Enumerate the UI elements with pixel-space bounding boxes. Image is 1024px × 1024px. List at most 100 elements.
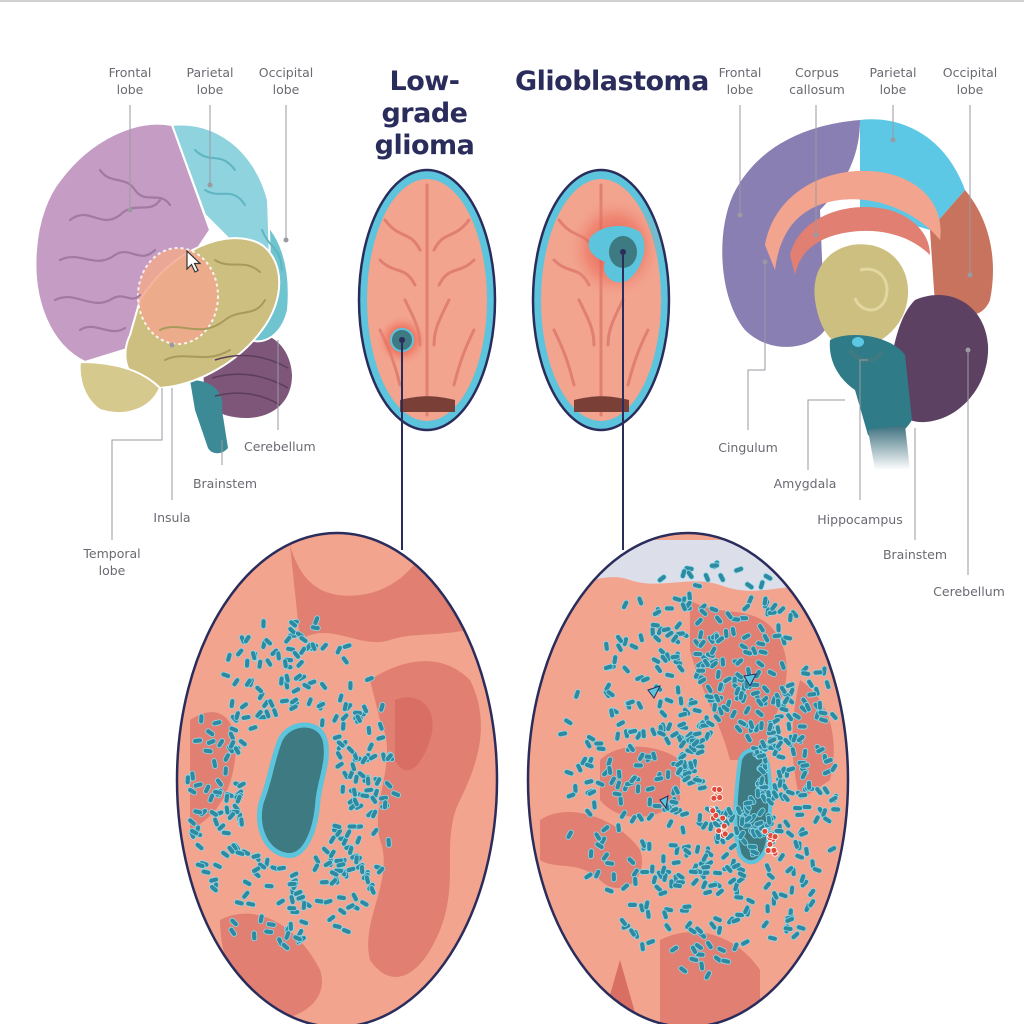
tumor-cell xyxy=(757,648,769,656)
tumor-cell xyxy=(631,867,640,878)
tumor-cell xyxy=(744,581,755,591)
tumor-cell xyxy=(775,697,782,709)
tumor-cell xyxy=(807,898,817,909)
tumor-cell xyxy=(755,697,765,708)
tumor-cell xyxy=(777,852,786,863)
tumor-cell xyxy=(709,645,718,656)
tumor-cell xyxy=(593,831,603,842)
tumor-cell xyxy=(782,925,794,932)
tumor-cell xyxy=(337,692,345,704)
tumor-cell xyxy=(716,945,727,954)
tumor-cell xyxy=(359,864,366,875)
tumor-cell xyxy=(694,617,704,627)
tumor-cell xyxy=(621,599,630,611)
tumor-cell xyxy=(301,682,312,691)
tumor-cell xyxy=(322,859,333,868)
tumor-cell xyxy=(823,757,834,765)
tumor-cell xyxy=(604,860,616,867)
frontal-region xyxy=(34,122,212,364)
tumor-cell xyxy=(814,786,824,796)
sag-brainstem xyxy=(829,335,912,440)
tumor-cell xyxy=(639,838,647,849)
tumor-cell xyxy=(209,884,219,894)
tumor-cell xyxy=(329,869,340,878)
tumor-cell xyxy=(645,908,652,920)
tumor-cell xyxy=(681,774,692,784)
tumor-cell xyxy=(719,656,726,668)
tumor-cell xyxy=(365,775,372,787)
tumor-cell xyxy=(758,720,765,731)
tumor-cell xyxy=(614,779,622,791)
tumor-cell xyxy=(646,796,653,808)
tumor-cell xyxy=(235,647,245,658)
tumor-cell xyxy=(732,825,741,836)
tumor-cell xyxy=(698,607,709,617)
tumor-cell xyxy=(283,634,293,645)
tumor-cell xyxy=(712,915,723,924)
tumor-cell xyxy=(288,894,296,905)
tumor-cell xyxy=(208,876,220,884)
tumor-cell xyxy=(689,944,699,955)
tumor-cell xyxy=(692,651,704,657)
glioblastoma-cells xyxy=(557,559,842,981)
tumor-cell xyxy=(685,569,695,580)
red-blood-cell xyxy=(719,814,727,822)
tumor-cell xyxy=(762,880,772,891)
tumor-cell xyxy=(361,703,370,715)
tumor-cell xyxy=(716,924,723,936)
tumor-cell xyxy=(633,762,644,769)
tumor-cell xyxy=(335,739,346,749)
red-blood-cell xyxy=(771,833,779,840)
tumor-cell xyxy=(755,659,766,669)
label-hippocampus: Hippocampus xyxy=(817,512,903,527)
tumor-cell xyxy=(298,645,307,656)
label-parietal-lobe-right: Parietal lobe xyxy=(869,65,917,97)
label-frontal-lobe-left: Frontal lobe xyxy=(108,65,152,97)
right-leader-lines xyxy=(739,105,971,575)
tumor-cell xyxy=(620,882,630,892)
parietal-region xyxy=(170,123,272,262)
tumor-cell xyxy=(741,632,752,641)
tumor-cell xyxy=(720,851,730,861)
tumor-cell xyxy=(650,656,662,665)
tumor-cell xyxy=(216,738,225,749)
tumor-cell xyxy=(244,677,253,688)
axial-slice-glioblastoma xyxy=(531,168,671,432)
tumor-cell xyxy=(615,768,623,780)
tumor-cell xyxy=(731,941,740,952)
label-parietal-lobe-left: Parietal lobe xyxy=(186,65,234,97)
tumor-cell xyxy=(346,823,358,830)
tumor-cell xyxy=(828,794,839,804)
tumor-cell xyxy=(684,920,694,930)
tumor-cell xyxy=(742,904,751,915)
tumor-cell xyxy=(650,750,658,762)
tumor-cell xyxy=(660,626,672,633)
tumor-cell xyxy=(757,766,767,776)
tumor-cell xyxy=(651,802,663,810)
tumor-cell xyxy=(615,719,626,728)
tumor-cell xyxy=(821,785,831,796)
tumor-cell xyxy=(677,695,685,707)
tumor-cell xyxy=(703,970,712,981)
tumor-cell xyxy=(375,865,386,876)
tumor-cell xyxy=(260,618,267,630)
tumor-cell xyxy=(212,861,223,870)
tumor-cell xyxy=(797,792,809,799)
tumor-cell xyxy=(263,928,275,936)
tumor-cell xyxy=(368,885,377,896)
tumor-cell xyxy=(603,681,612,692)
tumor-cell xyxy=(603,663,614,671)
tumor-cell xyxy=(347,680,354,691)
tumor-cell xyxy=(787,612,794,623)
tumor-cell xyxy=(698,960,706,972)
tumor-cell xyxy=(584,739,593,750)
tumor-cell xyxy=(679,601,688,613)
tumor-cell xyxy=(714,614,724,625)
tumor-cell xyxy=(817,709,829,717)
tumor-cell xyxy=(811,866,823,874)
tumor-cell xyxy=(688,955,700,963)
tumor-cell xyxy=(187,786,198,796)
brainstem-region xyxy=(190,380,228,454)
tumor-cell xyxy=(244,657,251,669)
tumor-cell xyxy=(254,709,264,719)
